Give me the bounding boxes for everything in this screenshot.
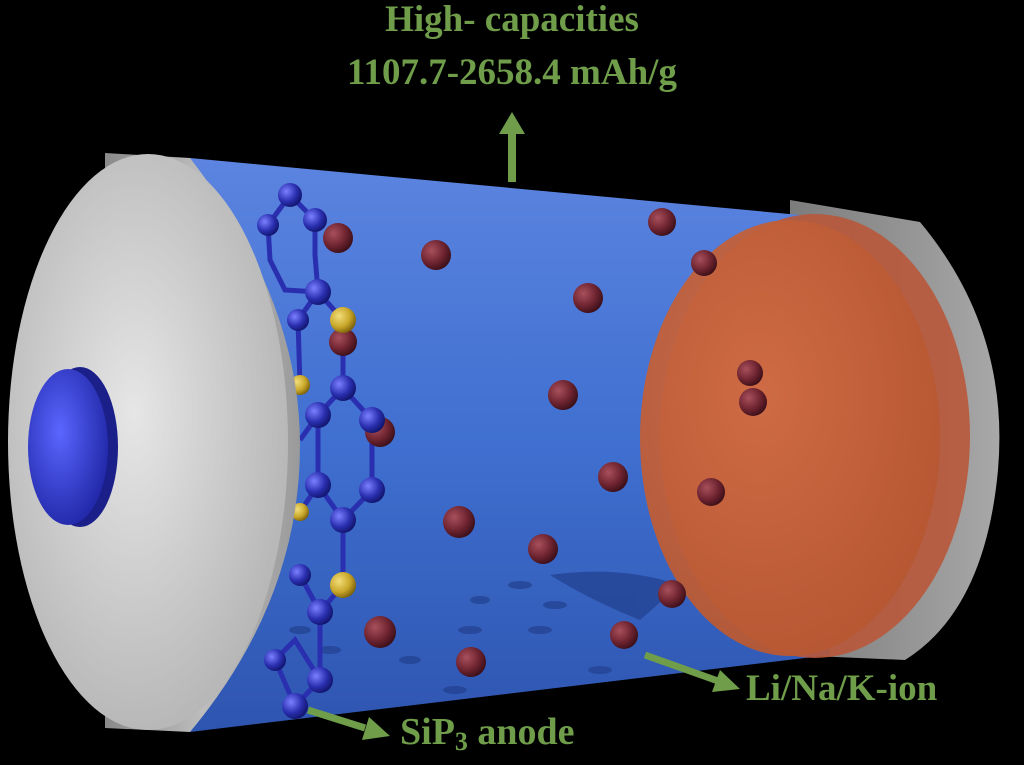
ion [737, 360, 763, 386]
ion-arrow [643, 651, 740, 692]
si-atom [359, 477, 385, 503]
ion [456, 647, 486, 677]
ion [697, 478, 725, 506]
anode-label: SiP3 anode [400, 710, 575, 757]
si-atom [257, 214, 279, 236]
cathode-disc [640, 220, 940, 656]
ion [421, 240, 451, 270]
ion [329, 328, 357, 356]
ion [658, 580, 686, 608]
si-atom [287, 309, 309, 331]
si-atom [307, 599, 333, 625]
terminal-cap [28, 369, 108, 525]
ion [691, 250, 717, 276]
capacity-title: High- capacities [385, 0, 639, 40]
anode-label-main: SiP [400, 711, 455, 753]
p-atom [330, 307, 356, 333]
ion [610, 621, 638, 649]
ions [323, 208, 767, 677]
anode-label-subscript: 3 [454, 727, 468, 756]
ion [443, 506, 475, 538]
left-casing-face [8, 154, 288, 730]
ion [364, 616, 396, 648]
ion [739, 388, 767, 416]
si-atom [305, 279, 331, 305]
ion [648, 208, 676, 236]
si-atom [278, 183, 302, 207]
capacity-arrow [499, 112, 525, 182]
shadow-dots [289, 571, 680, 694]
ion-label: Li/Na/K-ion [746, 668, 938, 709]
si-atom [307, 667, 333, 693]
ion [323, 223, 353, 253]
sip3-atoms [257, 183, 385, 719]
si-atom [282, 693, 308, 719]
ion [528, 534, 558, 564]
anode-label-rest: anode [467, 711, 575, 753]
si-atom [289, 564, 311, 586]
si-atom [264, 649, 286, 671]
ion [573, 283, 603, 313]
capacity-range: 1107.7-2658.4 mAh/g [347, 52, 677, 93]
anode-arrow [306, 706, 390, 740]
si-atom [359, 407, 385, 433]
si-atom [305, 402, 331, 428]
si-atom [330, 507, 356, 533]
ion [598, 462, 628, 492]
ion [548, 380, 578, 410]
p-atom [330, 572, 356, 598]
si-atom [330, 375, 356, 401]
p-atom [291, 503, 309, 521]
si-atom [305, 472, 331, 498]
si-atom [303, 208, 327, 232]
